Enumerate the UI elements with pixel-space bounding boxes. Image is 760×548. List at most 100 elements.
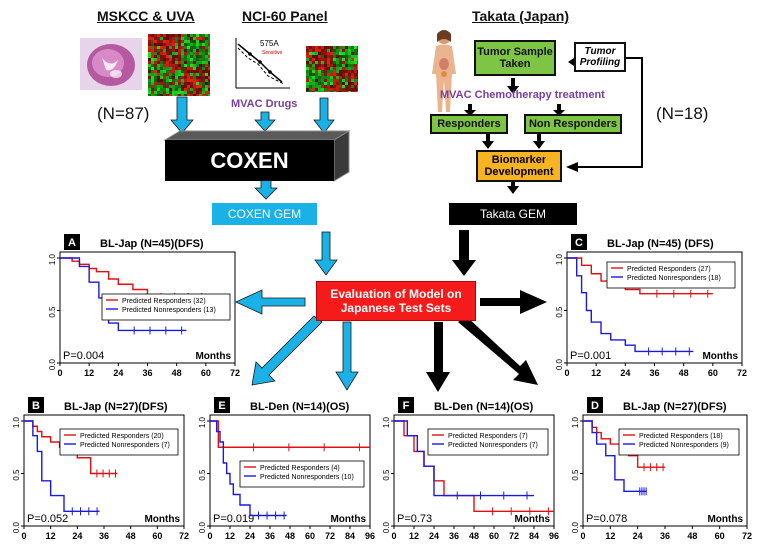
heatmap-cell bbox=[333, 52, 336, 55]
heatmap-cell bbox=[312, 55, 315, 58]
heatmap-cell bbox=[333, 64, 336, 67]
y-tick-label: 0.5 bbox=[382, 469, 391, 481]
heatmap-cell bbox=[199, 58, 202, 61]
heatmap-cell bbox=[193, 82, 196, 85]
panel-label-box bbox=[214, 397, 230, 413]
heatmap-cell bbox=[336, 79, 339, 82]
km-curve-blue bbox=[210, 420, 287, 517]
legend-label: Predicted Nonresponders (10) bbox=[260, 474, 354, 481]
heatmap-cell bbox=[199, 82, 202, 85]
heatmap-cell bbox=[324, 88, 327, 91]
heatmap-cell bbox=[190, 91, 193, 94]
panel-label-box bbox=[571, 234, 587, 250]
km-curve-blue bbox=[394, 420, 534, 497]
heatmap-cell bbox=[202, 55, 205, 58]
heatmap-cell bbox=[336, 58, 339, 61]
heatmap-cell bbox=[151, 61, 154, 64]
heatmap-cell bbox=[190, 76, 193, 79]
heatmap-cell bbox=[157, 73, 160, 76]
heatmap-cell bbox=[181, 43, 184, 46]
heatmap-cell bbox=[193, 70, 196, 73]
heatmap-cell bbox=[318, 79, 321, 82]
heatmap-cell bbox=[196, 76, 199, 79]
x-tick-label: 60 bbox=[708, 368, 718, 378]
heatmap-cell bbox=[148, 73, 151, 76]
km-curve-blue bbox=[583, 420, 647, 493]
legend-label: Predicted Nonresponders (18) bbox=[627, 275, 721, 282]
heatmap-cell bbox=[154, 94, 157, 97]
heatmap-cell bbox=[157, 91, 160, 94]
heatmap-cell bbox=[178, 79, 181, 82]
heatmap-cell bbox=[190, 46, 193, 49]
x-tick-label: 12 bbox=[46, 531, 56, 541]
x-tick-label: 72 bbox=[325, 531, 335, 541]
x-tick-label: 12 bbox=[591, 368, 601, 378]
heatmap-cell bbox=[324, 82, 327, 85]
heatmap-cell bbox=[184, 49, 187, 52]
x-tick-label: 60 bbox=[489, 531, 499, 541]
heatmap-cell bbox=[157, 88, 160, 91]
heatmap-cell bbox=[163, 76, 166, 79]
heatmap-cell bbox=[166, 91, 169, 94]
heatmap-cell bbox=[202, 70, 205, 73]
heatmap-cell bbox=[351, 46, 354, 49]
heatmap-cell bbox=[160, 46, 163, 49]
cyan-arrow bbox=[254, 111, 276, 132]
heatmap-cell bbox=[324, 73, 327, 76]
heatmap-cell bbox=[181, 55, 184, 58]
heatmap-cell bbox=[354, 70, 357, 73]
heatmap-cell bbox=[175, 37, 178, 40]
heatmap-cell bbox=[315, 64, 318, 67]
heatmap-cell bbox=[169, 49, 172, 52]
heatmap-cell bbox=[151, 34, 154, 37]
heatmap-cell bbox=[190, 67, 193, 70]
heatmap-cell bbox=[345, 79, 348, 82]
heatmap-cell bbox=[202, 67, 205, 70]
heatmap-cell bbox=[339, 52, 342, 55]
heatmap-cell bbox=[187, 88, 190, 91]
heatmap-cell bbox=[187, 79, 190, 82]
heatmap-cell bbox=[208, 88, 211, 91]
heatmap-cell bbox=[321, 49, 324, 52]
heatmap-cell bbox=[342, 82, 345, 85]
heatmap-cell bbox=[345, 49, 348, 52]
heatmap-cell bbox=[199, 73, 202, 76]
x-tick-label: 48 bbox=[285, 531, 295, 541]
heatmap-cell bbox=[321, 46, 324, 49]
km-curve-red bbox=[210, 420, 370, 448]
heatmap-cell bbox=[330, 82, 333, 85]
heatmap-cell bbox=[315, 55, 318, 58]
heatmap-cell bbox=[318, 67, 321, 70]
heatmap-cell bbox=[160, 43, 163, 46]
heatmap-cell bbox=[354, 67, 357, 70]
heatmap-cell bbox=[202, 64, 205, 67]
heatmap-cell bbox=[342, 52, 345, 55]
heatmap-cell bbox=[348, 88, 351, 91]
heatmap-cell bbox=[348, 64, 351, 67]
heatmap-cell bbox=[312, 73, 315, 76]
heatmap-cell bbox=[205, 73, 208, 76]
heatmap-cell bbox=[330, 70, 333, 73]
heatmap-cell bbox=[175, 40, 178, 43]
heatmap-cell bbox=[187, 67, 190, 70]
heatmap-cell bbox=[348, 70, 351, 73]
heatmap-cell bbox=[342, 85, 345, 88]
y-tick-label: 1.0 bbox=[198, 416, 207, 428]
heatmap-cell bbox=[315, 73, 318, 76]
heatmap-cell bbox=[151, 94, 154, 97]
panel-letter: C bbox=[575, 237, 583, 249]
x-tick-label: 48 bbox=[687, 531, 697, 541]
histology-image bbox=[80, 38, 142, 90]
heatmap-cell bbox=[187, 94, 190, 97]
heatmap-cell bbox=[151, 40, 154, 43]
x-axis-label: Months bbox=[195, 351, 231, 362]
heatmap-cell bbox=[309, 82, 312, 85]
heatmap-cell bbox=[333, 46, 336, 49]
cyan-arrow bbox=[313, 97, 335, 134]
heatmap-cell bbox=[175, 73, 178, 76]
heatmap-cell bbox=[312, 58, 315, 61]
heatmap-cell bbox=[306, 70, 309, 73]
heatmap-cell bbox=[190, 70, 193, 73]
heatmap-cell bbox=[187, 76, 190, 79]
